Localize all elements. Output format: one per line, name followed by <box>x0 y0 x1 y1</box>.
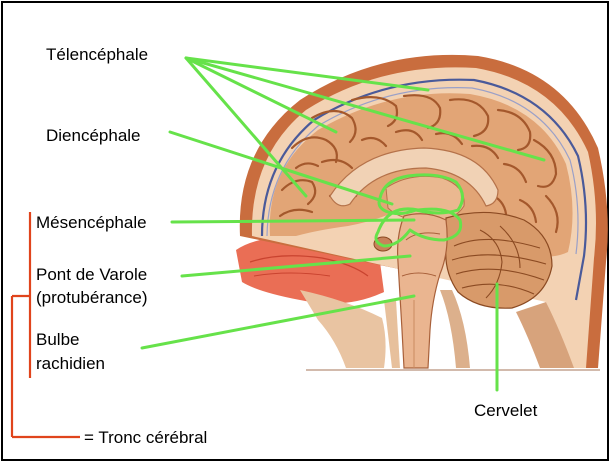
label-pont-line2: (protubérance) <box>36 287 148 308</box>
tronc-bracket <box>12 212 80 437</box>
label-pont-line1: Pont de Varole <box>36 264 147 285</box>
label-telencephale: Télencéphale <box>46 44 148 65</box>
label-diencephale: Diencéphale <box>46 125 141 146</box>
label-bulbe-line1: Bulbe <box>36 329 79 350</box>
label-mesencephale: Mésencéphale <box>36 212 147 233</box>
label-cervelet: Cervelet <box>474 400 537 421</box>
label-tronc-cerebral: = Tronc cérébral <box>84 427 207 448</box>
pointer-mesencephale <box>172 220 414 222</box>
label-bulbe-line2: rachidien <box>36 353 105 374</box>
